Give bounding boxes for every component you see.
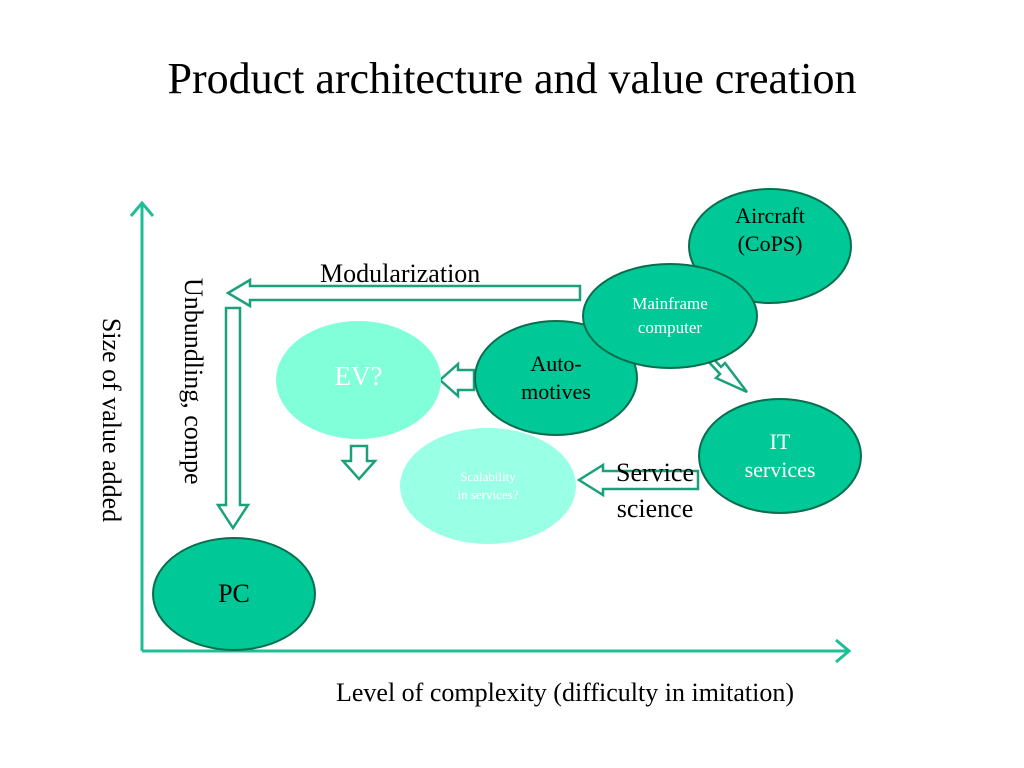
node-scalability: Scalability in services? xyxy=(400,428,576,544)
node-mainframe: Mainframe computer xyxy=(582,263,758,369)
ev-down-arrow xyxy=(340,444,378,481)
node-ev: EV? xyxy=(276,321,441,439)
node-it-services-label: IT services xyxy=(744,429,816,482)
unbundling-label-clip: Unbundling, compe xyxy=(170,278,210,540)
node-automotives-label: Auto- motives xyxy=(521,351,591,404)
node-it-services: IT services xyxy=(698,398,862,514)
node-pc-label: PC xyxy=(218,579,250,608)
modularization-arrow xyxy=(225,277,582,309)
service-science-label: Service science xyxy=(616,458,694,523)
node-ev-label: EV? xyxy=(334,361,383,391)
unbundling-arrow xyxy=(215,306,251,531)
automotives-to-ev-arrow xyxy=(438,361,476,399)
y-axis-label: Size of value added xyxy=(97,317,126,523)
node-scalability-label: Scalability in services? xyxy=(457,469,519,502)
y-axis xyxy=(129,200,155,651)
service-science-arrow xyxy=(576,462,700,498)
node-pc: PC xyxy=(152,537,316,651)
modularization-label: Modularization xyxy=(320,259,481,288)
x-axis-label: Level of complexity (difficulty in imita… xyxy=(335,678,795,707)
node-mainframe-label: Mainframe computer xyxy=(632,294,708,337)
slide-title: Product architecture and value creation xyxy=(167,54,857,103)
node-aircraft-label: Aircraft (CoPS) xyxy=(735,203,805,256)
unbundling-label: Unbundling, compe xyxy=(179,278,208,485)
x-axis xyxy=(142,638,852,664)
